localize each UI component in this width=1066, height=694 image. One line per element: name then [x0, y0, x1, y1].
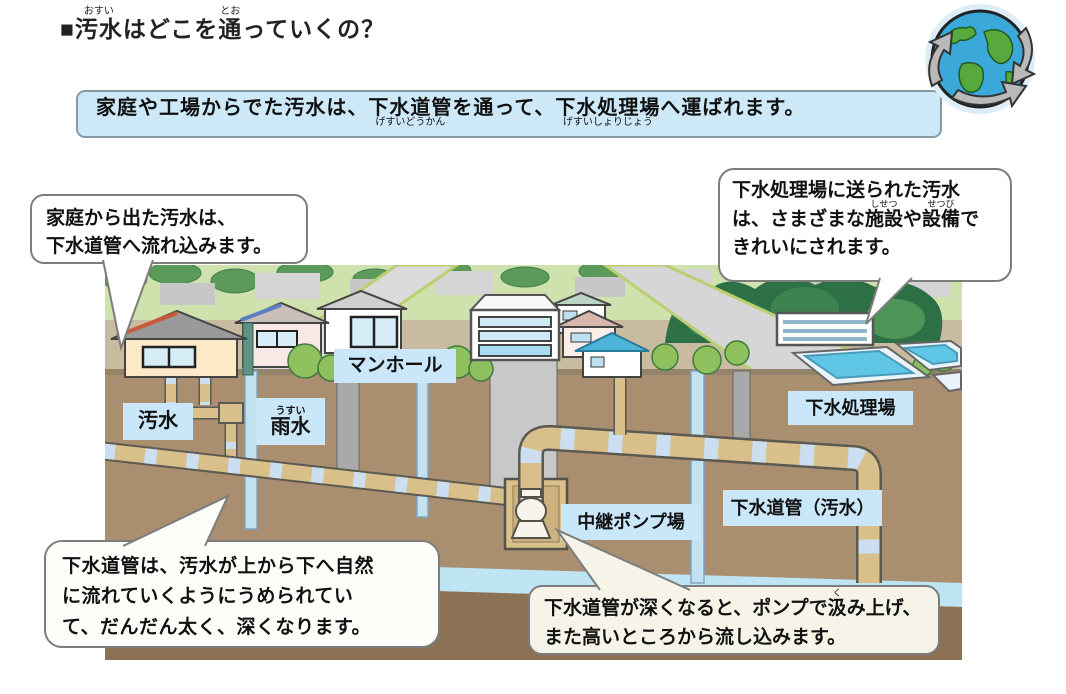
- treatment-plant-building: [775, 311, 875, 347]
- speech-bubble-treatment-plant: 下水処理場に送られた汚水は、さまざまな施設しせつや設備せつびできれいにされます。: [718, 168, 1012, 282]
- treatment-pools: [790, 339, 962, 393]
- downspout: [242, 322, 254, 376]
- label-rainwater: 雨水うすい: [256, 398, 325, 445]
- speech-bubble-gravity-flow: 下水道管は、汚水が上から下へ自然に流れていくようにうめられていて、だんだん太く、…: [44, 540, 440, 648]
- manhole-shaft-right: [732, 370, 751, 442]
- recycle-arrows-icon: [927, 26, 1037, 109]
- intro-banner: 家庭や工場からでた汚水は、下水道管げすいどうかんを通って、下水処理場げすいしょり…: [76, 90, 942, 138]
- label-manhole: マンホール: [334, 349, 456, 383]
- label-sewer-pipe-sewage: 下水道管（汚水）: [723, 490, 882, 526]
- speech-bubble-home-sewage: 家庭から出た汚水は、下水道管へ流れ込みます。: [30, 194, 308, 264]
- pump-station-tower: [468, 294, 562, 362]
- label-treatment-plant: 下水処理場: [788, 391, 913, 425]
- label-sewage: 汚水: [123, 403, 193, 440]
- page-title: ■汚水おすいはどこを通とおっていくの？: [60, 6, 386, 42]
- earth-recycle-icon: [925, 4, 1037, 114]
- speech-bubble-pump-lift: 下水道管が深くなると、ポンプで汲くみ上げ、また高いところから流し込みます。: [528, 585, 940, 655]
- label-relay-pump-station: 中継ポンプ場: [561, 504, 701, 540]
- house-center-c: [574, 331, 650, 378]
- sewer-pipe-large: [518, 424, 882, 583]
- sewer-pipe-small: [105, 441, 513, 507]
- house-center-a: [550, 291, 612, 334]
- house-1: [110, 309, 254, 378]
- relay-pump-unit: [510, 488, 552, 539]
- manhole-shaft: [336, 370, 360, 476]
- house-sewer-connections: [164, 365, 244, 469]
